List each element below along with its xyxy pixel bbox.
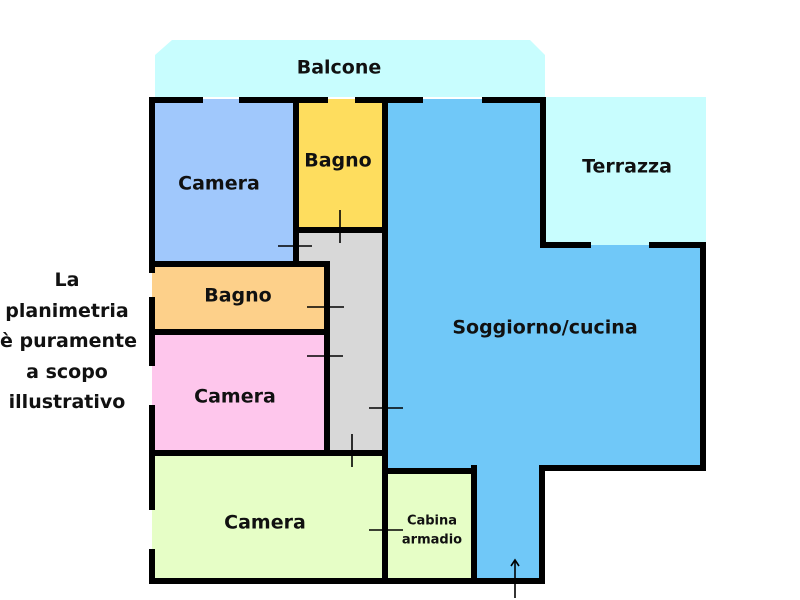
camera-2-label: Camera [194,386,276,408]
disclaimer-line: La [54,269,80,291]
balcone-area [155,40,545,97]
soggiorno-label: Soggiorno/cucina [452,317,637,339]
camera-1-label: Camera [178,173,260,195]
camera-2-room [152,330,327,452]
disclaimer-line: illustrativo [8,391,126,413]
cabina-label-line2: armadio [402,533,462,548]
camera-3-label: Camera [224,512,306,534]
bagno-1-room [296,99,385,228]
camera-3-room [152,452,385,583]
camera-1-room [152,99,296,264]
bagno-1-label: Bagno [304,150,371,172]
cabina-armadio-room [385,468,474,583]
disclaimer-note: La planimetria è puramente a scopo illus… [0,265,137,418]
disclaimer-line: a scopo [26,360,108,383]
walls [149,97,706,584]
bagno-2-room [152,264,327,330]
door-marks [278,210,403,531]
bagno-2-label: Bagno [204,285,271,307]
terrazza-label: Terrazza [582,156,672,178]
soggiorno-cucina-room [385,99,706,583]
balcone-label: Balcone [297,57,382,79]
entrance-arrow-icon [510,558,520,598]
terrazza-area [545,97,706,245]
corridor [296,228,385,452]
disclaimer-line: è puramente [0,330,137,352]
disclaimer-line: planimetria [5,299,129,322]
cabina-label-line1: Cabina [407,514,457,529]
